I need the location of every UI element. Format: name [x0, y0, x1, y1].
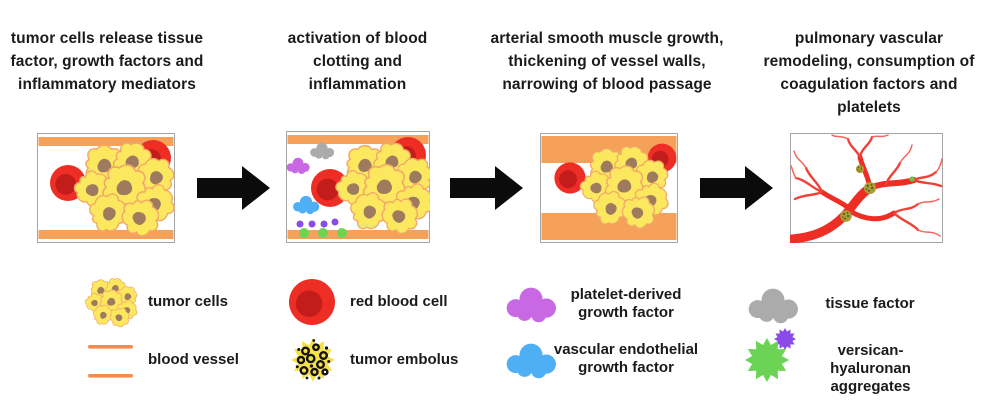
tumor-embolus-icon: [287, 334, 339, 386]
stage-4-title-line: pulmonary vascular: [794, 30, 944, 47]
legend-label-vegf: vascular endothelial growth factor: [553, 341, 699, 376]
legend-label-pdgf: platelet-derived growth factor: [570, 286, 682, 321]
stage-3-panel: [540, 133, 678, 243]
tumor-embolus-icon: [855, 164, 865, 174]
tumor-cells-icon: [84, 276, 138, 330]
tumor-embolus-icon: [840, 210, 852, 222]
versican-hyaluronan-icon: [742, 325, 800, 383]
stage-2-title-line: activation of blood: [287, 30, 428, 47]
stage-4-title: pulmonary vascular remodeling, consumpti…: [756, 27, 982, 119]
aggregate-dots: [299, 228, 347, 238]
stage-4-illustration: [790, 133, 943, 243]
stage-4-title-line: platelets: [837, 99, 901, 116]
blood-vessel-icon: [86, 344, 136, 378]
stage-arrow: [197, 166, 270, 210]
stage-2-panel: [286, 131, 430, 243]
stage-1-title-line: tumor cells release tissue: [10, 30, 204, 47]
stage-2-title-line: inflammation: [308, 76, 407, 93]
stage-1-title-line: inflammatory mediators: [18, 76, 196, 93]
stage-3-title-line: narrowing of blood passage: [502, 76, 712, 93]
stage-1-illustration: [37, 133, 175, 243]
aggregate-dot: [909, 176, 915, 182]
legend-label-versican: versican-hyaluronan aggregates: [830, 342, 911, 395]
vessel-wall-top: [38, 137, 174, 146]
red-blood-cell-icon: [288, 278, 336, 326]
vessel-wall-bottom: [287, 230, 429, 239]
stage-2-title: activation of blood clotting and inflamm…: [260, 27, 455, 96]
stage-2-title-line: clotting and: [312, 53, 403, 70]
legend-label-blood-vessel: blood vessel: [148, 351, 239, 368]
stage-1-title-line: factor, growth factors and: [10, 53, 204, 70]
tissue-factor-icon: [746, 284, 800, 324]
legend-label-tissue-factor: tissue factor: [825, 295, 915, 312]
stage-3-title-line: thickening of vessel walls,: [508, 53, 706, 70]
legend-label-tumor-embolus: tumor embolus: [350, 351, 459, 368]
pdgf-icon: [504, 283, 558, 323]
stage-arrow: [700, 166, 773, 210]
tumor-embolus-icon: [863, 181, 877, 195]
stage-3-illustration: [540, 133, 678, 243]
stage-1-title: tumor cells release tissue factor, growt…: [2, 27, 212, 96]
stage-1-panel: [37, 133, 175, 243]
legend-label-red-blood-cell: red blood cell: [350, 293, 448, 310]
arrow-right-icon: [700, 166, 773, 210]
arrow-right-icon: [197, 166, 270, 210]
vessel-wall-bottom: [38, 230, 174, 239]
stage-3-title: arterial smooth muscle growth, thickenin…: [478, 27, 736, 96]
legend-label-tumor-cells: tumor cells: [148, 293, 229, 310]
stage-arrow: [450, 166, 523, 210]
vessel-wall-top: [287, 135, 429, 144]
stage-4-title-line: remodeling, consumption of: [763, 53, 975, 70]
versican-dots: [296, 218, 339, 228]
vegf-icon: [504, 339, 558, 379]
stage-2-illustration: [286, 131, 430, 243]
stage-3-title-line: arterial smooth muscle growth,: [490, 30, 724, 47]
stage-4-panel: [790, 133, 943, 243]
stage-4-title-line: coagulation factors and: [780, 76, 958, 93]
arrow-right-icon: [450, 166, 523, 210]
